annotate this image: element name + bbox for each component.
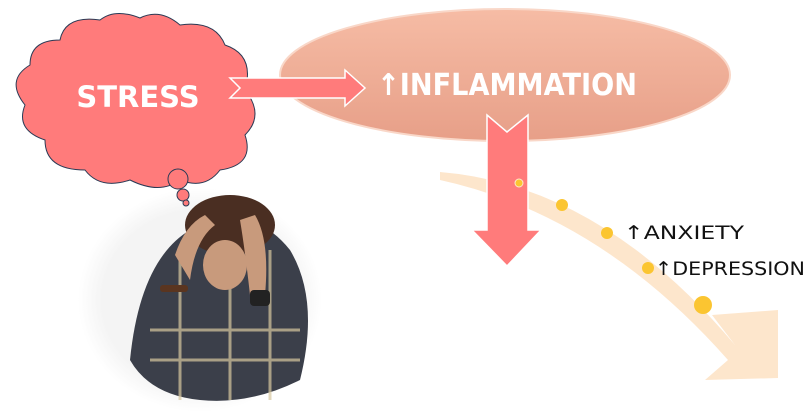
depression-label: ↑DEPRESSION [655, 258, 805, 280]
down-arrow [470, 113, 543, 268]
dot [642, 262, 654, 274]
dot [514, 178, 524, 188]
dot [694, 296, 712, 314]
stress-label: STRESS [76, 80, 199, 114]
stress-to-inflammation-arrow [228, 68, 367, 108]
anxiety-label: ↑ANXIETY [624, 222, 744, 244]
outcome-curved-arrow [440, 172, 778, 380]
stressed-person-photo [78, 188, 322, 412]
symptom-dots [514, 178, 712, 314]
inflammation-label: ↑INFLAMMATION [377, 68, 637, 103]
stress-thought-cloud [15, 13, 256, 207]
dot [601, 227, 613, 239]
dot [556, 199, 568, 211]
